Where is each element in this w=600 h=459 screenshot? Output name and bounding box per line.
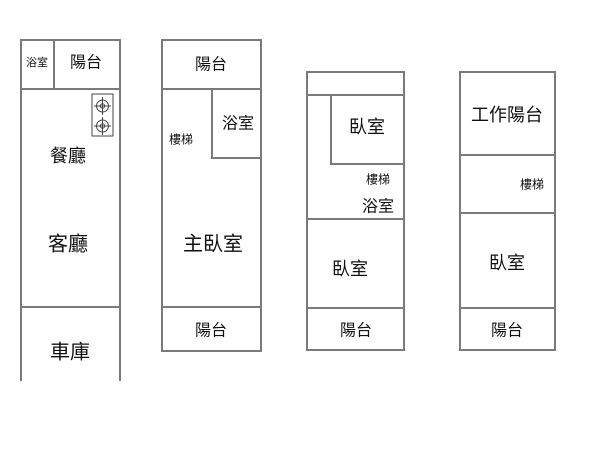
floor-1-balcony-label: 陽台: [70, 53, 102, 72]
floor-4-work-balcony-label: 工作陽台: [471, 105, 543, 126]
floor-1-garage-label: 車庫: [50, 340, 90, 364]
floor-4-balcony-label: 陽台: [491, 321, 523, 340]
floor-3-bath-label: 浴室: [362, 197, 394, 216]
floor-3-balcony-label: 陽台: [340, 321, 372, 340]
floor-2-balcony-bottom-label: 陽台: [195, 321, 227, 340]
floor-2-bath-label: 浴室: [222, 114, 254, 133]
floor-4-outline: [459, 71, 556, 351]
floor-1: 浴室 陽台 餐廳 客廳 車庫: [20, 39, 121, 381]
floor-2-balcony-top-label: 陽台: [195, 55, 227, 74]
floor-1-bath-label: 浴室: [26, 55, 48, 69]
floor-3-stairs-label: 樓梯: [366, 172, 390, 187]
floor-2: 陽台 樓梯 浴室 主臥室 陽台: [161, 39, 262, 352]
floor-3-bedroom-bottom-label: 臥室: [332, 259, 368, 280]
floor-4-stairs-label: 樓梯: [520, 177, 544, 192]
floor-3-bedroom-top-label: 臥室: [349, 117, 385, 138]
stove-icon: [91, 93, 114, 137]
floor-3: 臥室 樓梯 浴室 臥室 陽台: [306, 71, 405, 351]
floor-1-dining-label: 餐廳: [50, 146, 86, 167]
floor-4-bedroom-label: 臥室: [489, 253, 525, 274]
floor-3-outline: [306, 71, 405, 351]
floor-2-master-bedroom-label: 主臥室: [183, 232, 243, 256]
floor-4: 工作陽台 樓梯 臥室 陽台: [459, 71, 556, 351]
floor-2-outline: [161, 39, 262, 352]
floor-1-living-label: 客廳: [48, 232, 88, 256]
floor-2-stairs-label: 樓梯: [169, 132, 193, 147]
